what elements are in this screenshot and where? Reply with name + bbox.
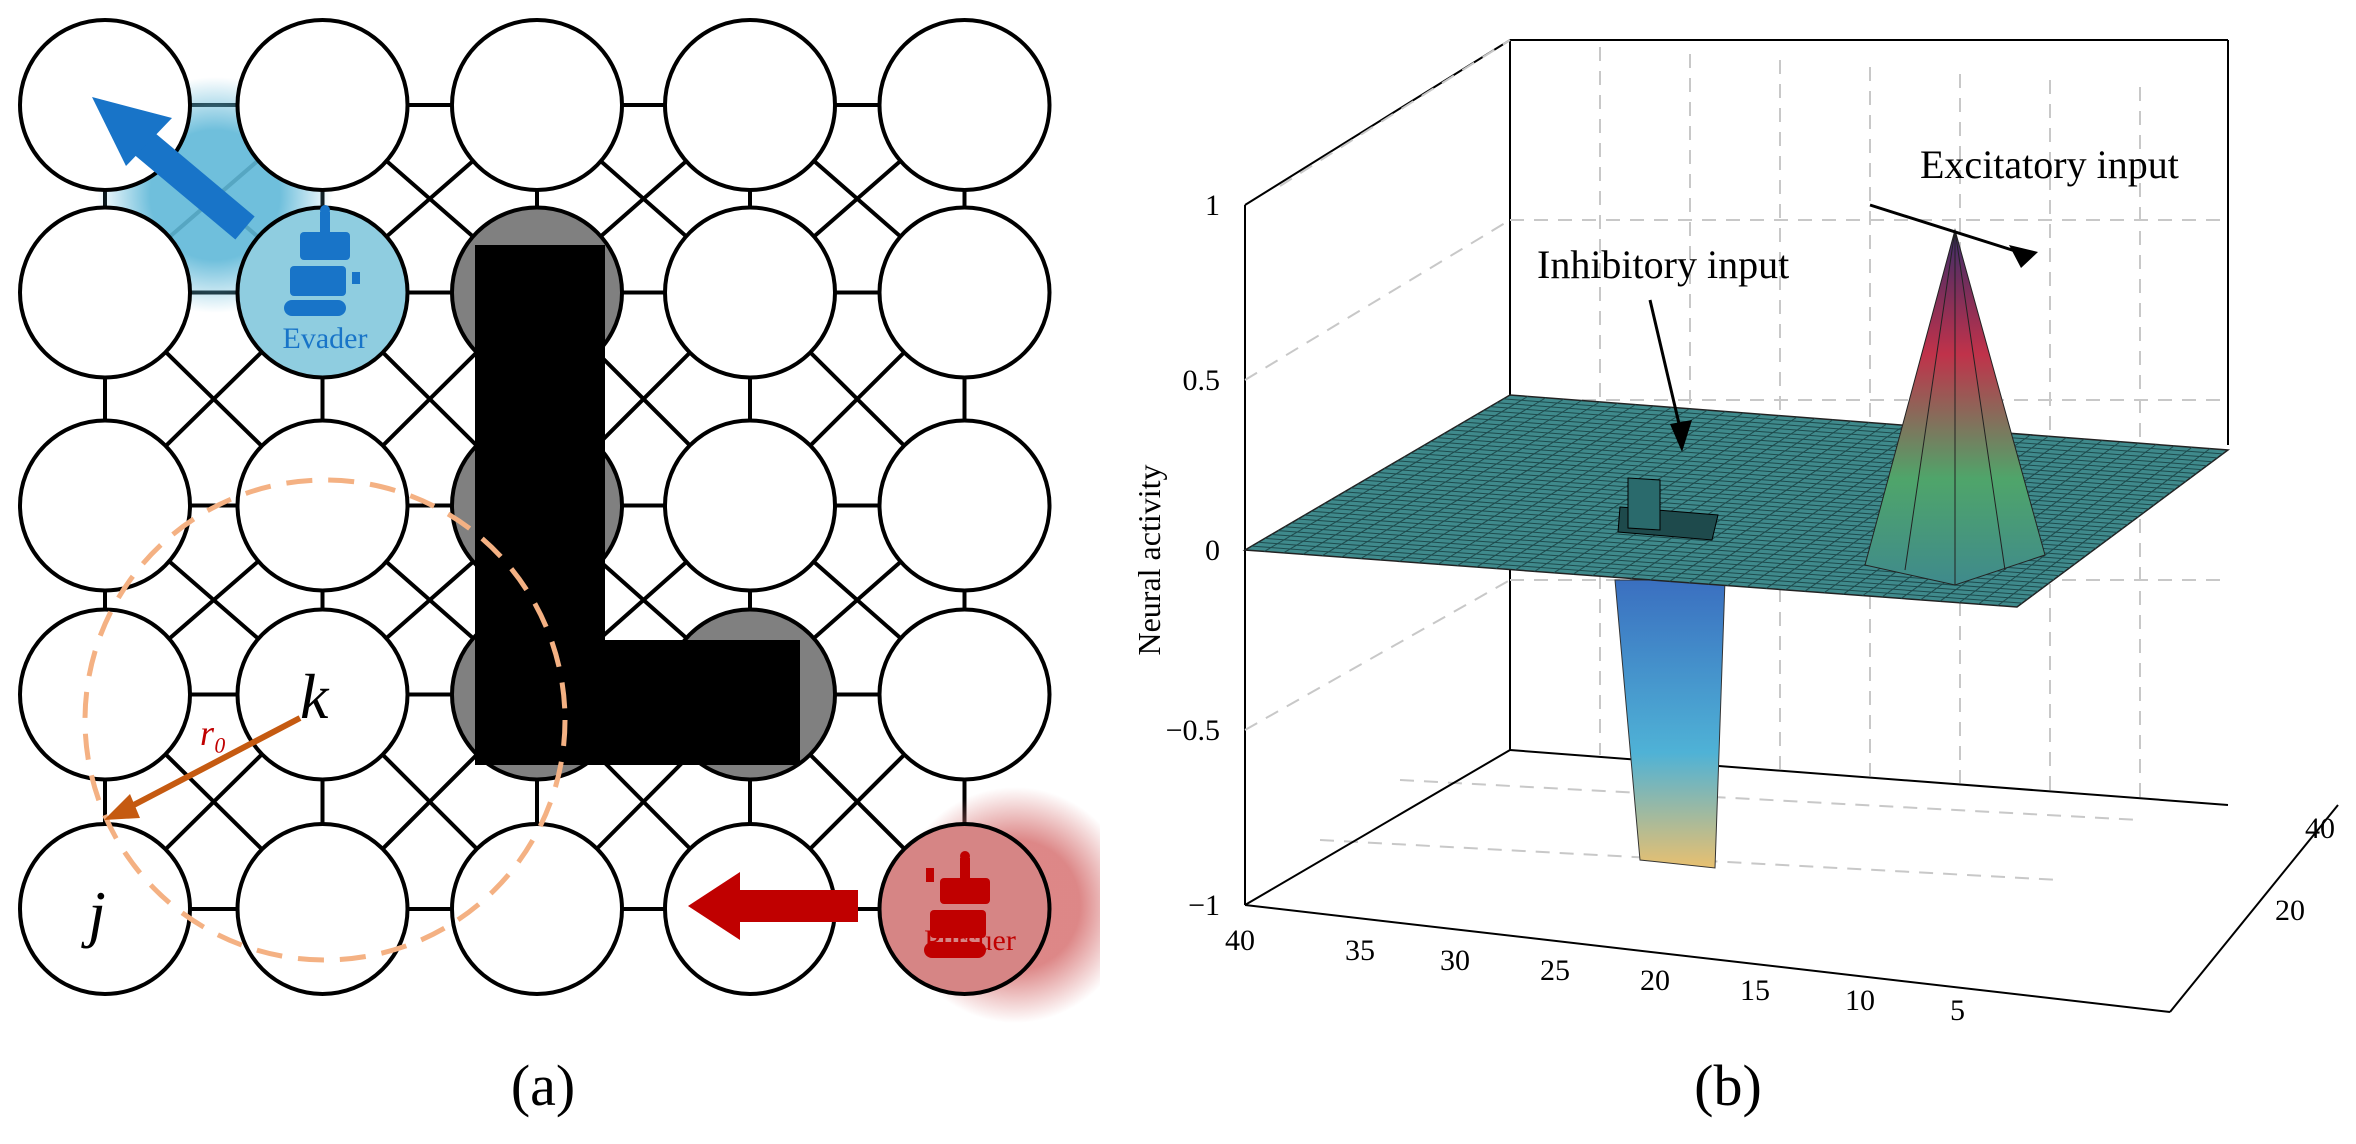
surface-mesh-line — [1470, 417, 2197, 475]
surface-mesh-line — [1443, 433, 2176, 490]
surface-mesh-line — [1503, 398, 2223, 455]
z-tick-0-5: 0.5 — [1183, 364, 1221, 397]
neuron-node — [663, 418, 837, 593]
surface-mesh-line — [1437, 437, 2171, 494]
grid-diagram-svg: r₀ k j Evader — [18, 18, 1133, 1118]
neuron-node — [877, 822, 1052, 996]
neuron-node — [663, 205, 837, 380]
evader-motion-arrow — [92, 97, 255, 240]
x-tick-40: 40 — [1225, 924, 1255, 957]
neuron-node — [235, 418, 410, 593]
x-tick-30: 30 — [1440, 944, 1470, 977]
neuron-node — [18, 418, 192, 593]
excitatory-input-annotation: Excitatory input — [1920, 142, 2179, 187]
z-tick-1: 1 — [1205, 189, 1220, 222]
inhibitory-input-annotation: Inhibitory input — [1537, 242, 1789, 287]
surface-mesh-line — [1483, 410, 2207, 467]
neuron-node — [18, 607, 192, 782]
surface-mesh-line — [1997, 448, 2211, 606]
neuron-node — [877, 418, 1052, 593]
panel-a-caption: (a) — [511, 1053, 575, 1118]
inhibitory-notch — [1617, 477, 1719, 541]
neuron-node — [877, 18, 1052, 192]
inhibitory-annotation-arrow — [1648, 299, 1692, 452]
excitatory-peak — [1864, 228, 2046, 586]
surface-mesh-line — [1423, 444, 2160, 502]
surface-mesh-line — [1669, 424, 1906, 582]
neuron-node — [18, 822, 192, 996]
surface-mesh-line — [1496, 402, 2218, 459]
surface-mesh-line — [1476, 413, 2202, 471]
x-tick-10: 10 — [1845, 984, 1875, 1017]
x-tick-35: 35 — [1345, 934, 1375, 967]
z-tick-minus-1: −1 — [1188, 889, 1220, 922]
y-tick-40: 40 — [2305, 812, 2335, 845]
neuron-node — [450, 18, 624, 192]
x-tick-15: 15 — [1740, 974, 1770, 1007]
panel-b-neural-activity-plot: 1 0.5 0 −0.5 −1 Neural activity 40 35 30… — [1100, 0, 2356, 1139]
neuron-node — [663, 18, 837, 192]
surface-mesh-line — [1978, 446, 2193, 605]
neuron-node — [235, 18, 410, 192]
x-axis-ticks: 40 35 30 25 20 15 10 5 — [1225, 924, 1965, 1027]
panel-b-caption: (b) — [1694, 1053, 1762, 1118]
neuron-node — [235, 607, 410, 782]
surface-mesh-line — [1630, 422, 1870, 579]
neuron-node — [235, 822, 410, 996]
z-axis-ticks: 1 0.5 0 −0.5 −1 — [1166, 189, 1220, 922]
x-tick-5: 5 — [1950, 994, 1965, 1027]
surface-mesh-line — [1417, 448, 2155, 506]
excitatory-annotation-arrow — [1869, 203, 2038, 268]
radius-arrow — [104, 715, 302, 820]
pursuer-robot-icon — [924, 851, 990, 958]
floor-axes — [1244, 749, 2339, 1013]
neuron-node — [877, 205, 1052, 380]
neuron-node — [18, 205, 192, 380]
x-tick-20: 20 — [1640, 964, 1670, 997]
obstacle-horizontal-bar — [475, 640, 800, 765]
y-axis-ticks: 20 40 — [2275, 812, 2335, 927]
radius-label: r₀ — [200, 713, 227, 753]
neuron-node — [450, 822, 624, 996]
node-k-label: k — [300, 661, 330, 732]
neuron-nodes — [18, 18, 1052, 996]
surface-mesh-line — [1958, 445, 2175, 604]
x-tick-25: 25 — [1540, 954, 1570, 987]
y-tick-20: 20 — [2275, 894, 2305, 927]
neuron-node — [877, 607, 1052, 782]
inhibitory-well-wall — [1614, 579, 1726, 869]
z-tick-minus-0-5: −0.5 — [1166, 714, 1220, 747]
surface-mesh-line — [1450, 429, 2181, 486]
surface-mesh-line — [1456, 425, 2186, 482]
panel-a-grid-diagram: r₀ k j Evader — [0, 0, 1133, 1139]
obstacle-l-shape — [475, 245, 800, 765]
surface-mesh-line — [1650, 423, 1888, 581]
z-tick-0: 0 — [1205, 534, 1220, 567]
neighborhood-radius-circle — [82, 477, 568, 963]
surface-mesh-line — [1490, 406, 2213, 463]
evader-robot-icon — [284, 205, 360, 316]
evader-label: Evader — [283, 322, 368, 355]
neural-activity-surface-svg: 1 0.5 0 −0.5 −1 Neural activity 40 35 30… — [1131, 39, 2339, 1118]
surface-mesh-line — [1688, 426, 1924, 584]
pursuer-motion-arrow — [688, 872, 858, 940]
surface-mesh-line — [1463, 421, 2192, 478]
surface-mesh-line — [1430, 441, 2165, 498]
pursuer-label: Pursuer — [924, 924, 1016, 957]
z-axis-label: Neural activity — [1131, 464, 1167, 655]
